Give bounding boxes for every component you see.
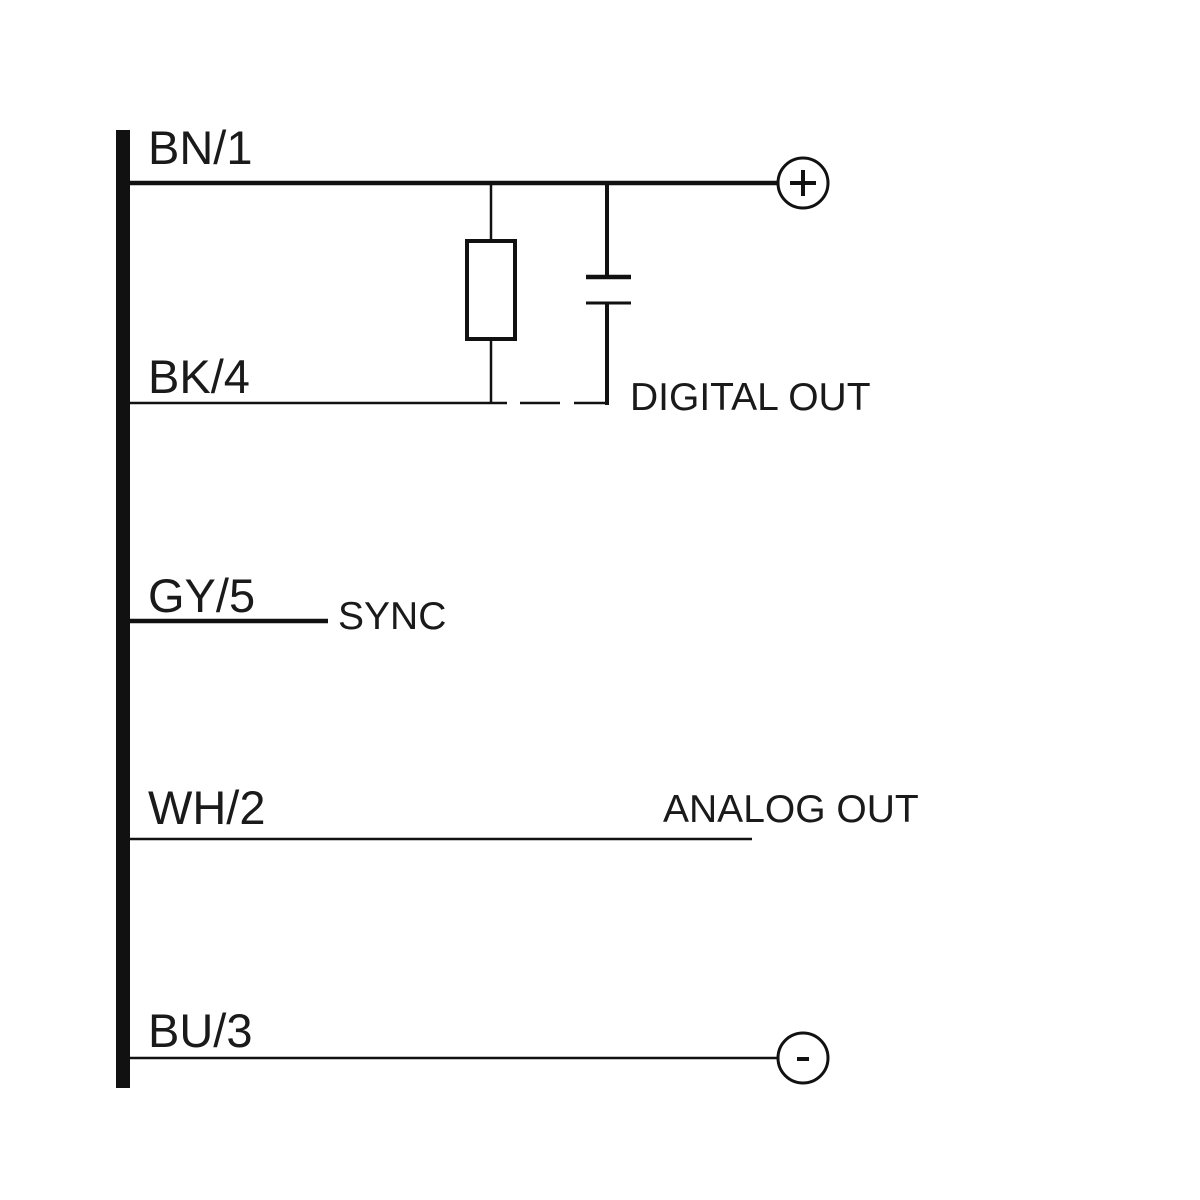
analog-out-label: ANALOG OUT [663,788,919,831]
sync-label: SYNC [338,595,446,638]
wire-gy5: GY/5 SYNC [130,569,446,638]
resistor [465,183,517,403]
resistor-body [465,239,517,341]
positive-terminal [776,156,830,210]
connector-bus-bar [116,130,130,1088]
wire-wh2-label: WH/2 [148,781,266,834]
wire-gy5-label: GY/5 [148,569,255,622]
digital-out-label: DIGITAL OUT [630,376,871,419]
wire-bn1-label: BN/1 [148,121,253,174]
wire-bk4-label: BK/4 [148,350,250,403]
wire-bu3-label: BU/3 [148,1004,253,1057]
negative-terminal [776,1031,830,1085]
capacitor [586,183,631,405]
wire-bu3: BU/3 [130,1004,778,1060]
wire-wh2: WH/2 ANALOG OUT [130,781,919,841]
wire-bk4: BK/4 DIGITAL OUT [130,350,871,419]
wire-bn1: BN/1 [130,121,778,186]
